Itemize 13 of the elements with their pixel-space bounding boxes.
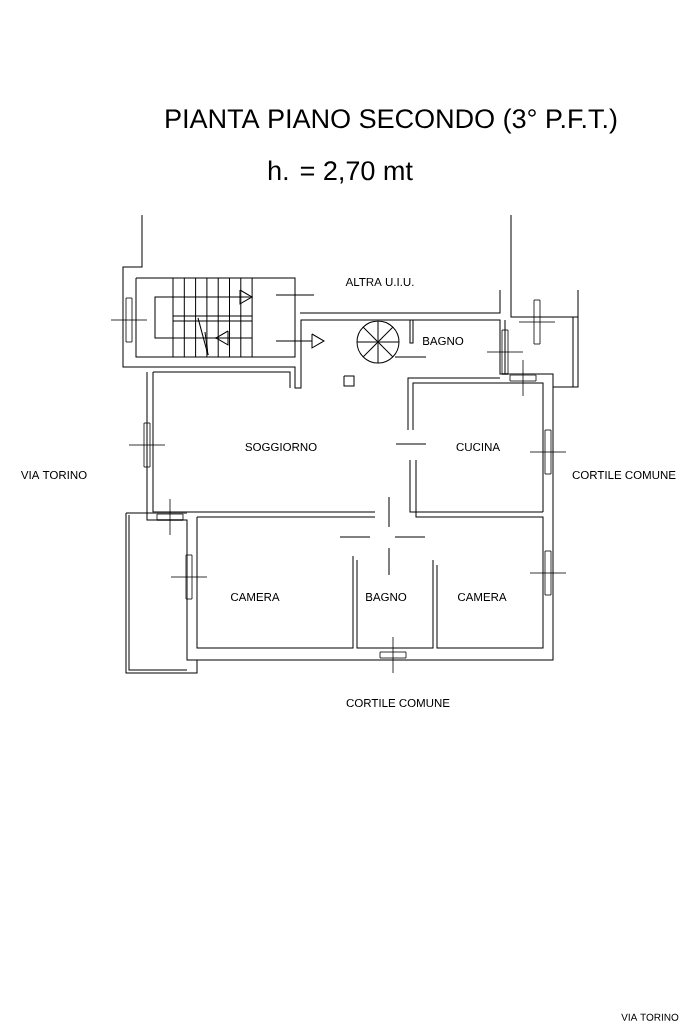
- room-label: BAGNO: [366, 592, 407, 602]
- room-label: CORTILE COMUNE: [572, 470, 676, 480]
- room-label: VIA TORINO: [20, 470, 87, 480]
- room-label: CUCINA: [456, 442, 500, 452]
- room-label: BAGNO: [423, 336, 464, 346]
- room-label: VIA TORINO: [621, 1013, 679, 1021]
- room-label: ALTRA U.I.U.: [345, 278, 414, 286]
- room-label: SOGGIORNO: [245, 442, 317, 452]
- height-label: h. = 2,70 mt: [268, 160, 413, 184]
- title: PIANTA PIANO SECONDO (3° P.F.T.): [166, 108, 617, 134]
- room-label: CAMERA: [458, 592, 507, 602]
- room-label: CORTILE COMUNE: [346, 698, 450, 708]
- room-label: CAMERA: [231, 592, 280, 602]
